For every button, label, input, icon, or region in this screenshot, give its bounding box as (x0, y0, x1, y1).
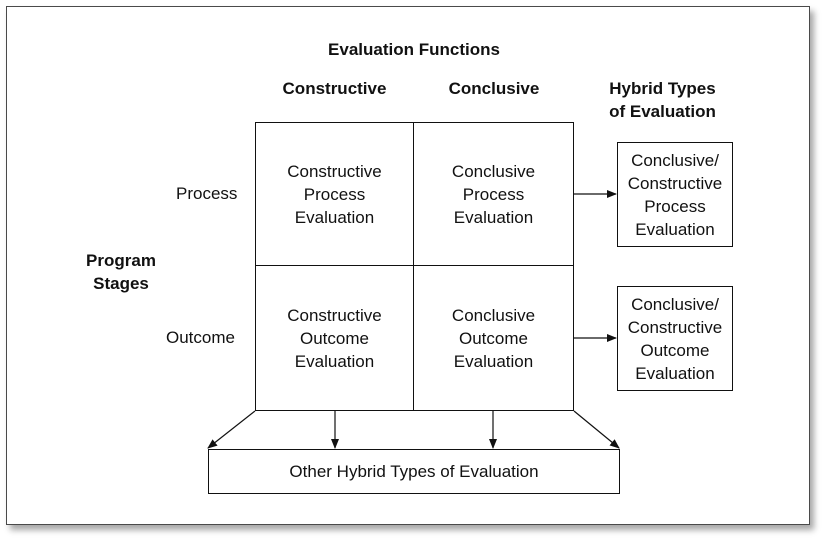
cell-line: Constructive (287, 161, 382, 181)
program-stages-label: Program Stages (72, 249, 170, 295)
box-line: Outcome (640, 340, 710, 360)
cell-constructive-outcome: Constructive Outcome Evaluation (256, 266, 414, 410)
diagram-title: Evaluation Functions (328, 40, 500, 59)
cell-line: Conclusive (451, 305, 536, 325)
arrow-right-diagonal (573, 410, 620, 449)
cell-line: Evaluation (453, 351, 534, 371)
hybrid-types-heading-line2: of Evaluation (609, 102, 716, 121)
row-label-outcome: Outcome (166, 328, 235, 347)
box-line: Conclusive/ (631, 294, 719, 314)
cell-conclusive-outcome: Conclusive Outcome Evaluation (414, 266, 573, 410)
cell-line: Constructive (287, 305, 382, 325)
column-header-constructive: Constructive (282, 79, 387, 98)
program-stages-label-line2: Stages (93, 274, 149, 293)
arrow-left-diagonal (207, 410, 256, 449)
cell-constructive-process: Constructive Process Evaluation (256, 123, 414, 266)
box-line: Conclusive/ (631, 150, 719, 170)
box-line: Evaluation (635, 363, 715, 383)
cell-line: Conclusive (451, 161, 536, 181)
other-hybrid-types-label: Other Hybrid Types of Evaluation (289, 462, 539, 481)
hybrid-types-heading-line1: Hybrid Types (609, 79, 716, 98)
cell-line: Outcome (459, 328, 528, 348)
box-line: Constructive (627, 317, 723, 337)
cell-line: Evaluation (294, 207, 375, 227)
box-line: Process (644, 196, 706, 216)
box-line: Evaluation (635, 219, 715, 239)
hybrid-process-box: Conclusive/ Constructive Process Evaluat… (617, 142, 733, 247)
cell-line: Process (462, 184, 525, 204)
other-hybrid-types-box: Other Hybrid Types of Evaluation (208, 449, 620, 494)
cell-line: Outcome (300, 328, 369, 348)
cell-line: Evaluation (294, 351, 375, 371)
cell-conclusive-process: Conclusive Process Evaluation (414, 123, 573, 266)
cell-line: Evaluation (453, 207, 534, 227)
evaluation-matrix: Constructive Process Evaluation Conclusi… (255, 122, 574, 411)
cell-line: Process (303, 184, 366, 204)
row-label-process: Process (176, 184, 238, 203)
hybrid-types-heading: Hybrid Types of Evaluation (590, 77, 735, 123)
box-line: Constructive (627, 173, 723, 193)
hybrid-outcome-box: Conclusive/ Constructive Outcome Evaluat… (617, 286, 733, 391)
column-header-conclusive: Conclusive (448, 79, 540, 98)
program-stages-label-line1: Program (86, 251, 156, 270)
